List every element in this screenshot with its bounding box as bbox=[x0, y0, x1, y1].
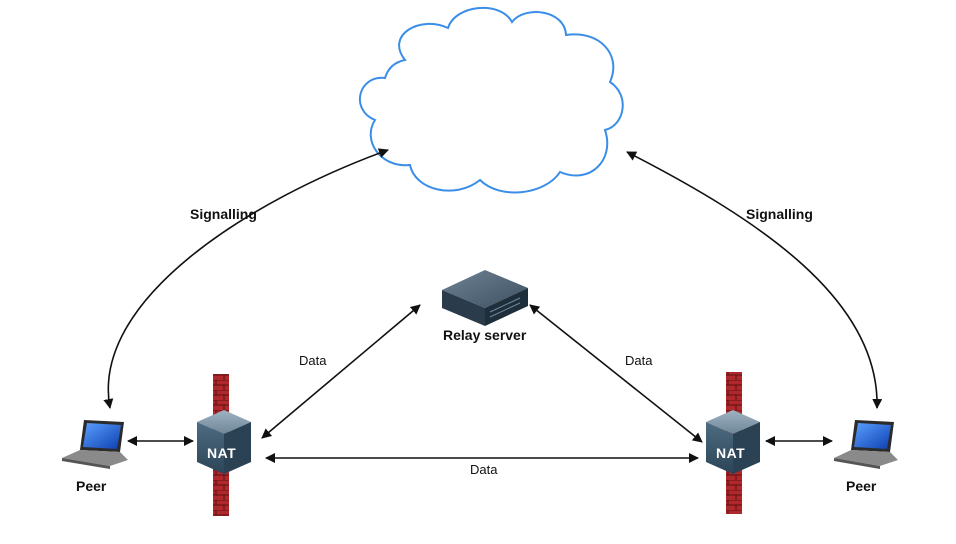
laptop-icon-left bbox=[62, 420, 128, 469]
nat-label-right: NAT bbox=[716, 445, 746, 461]
nat-router-icon-left bbox=[197, 410, 251, 474]
signalling-label-left: Signalling bbox=[190, 206, 257, 222]
data-arrow-left bbox=[261, 304, 421, 439]
data-label-bottom: Data bbox=[470, 462, 498, 477]
relay-server-label: Relay server bbox=[443, 327, 527, 343]
signalling-label-right: Signalling bbox=[746, 206, 813, 222]
nat-label-left: NAT bbox=[207, 445, 237, 461]
data-label-right: Data bbox=[625, 353, 653, 368]
laptop-icon-right bbox=[834, 420, 898, 469]
server-icon bbox=[442, 270, 528, 326]
peer-label-left: Peer bbox=[76, 478, 107, 494]
cloud-icon bbox=[358, 6, 624, 194]
peer-label-right: Peer bbox=[846, 478, 877, 494]
signalling-arrow-left bbox=[103, 148, 389, 409]
nat-router-icon-right bbox=[706, 410, 760, 474]
data-label-left: Data bbox=[299, 353, 327, 368]
signalling-arrow-right bbox=[626, 151, 883, 409]
data-arrow-right bbox=[529, 304, 703, 443]
